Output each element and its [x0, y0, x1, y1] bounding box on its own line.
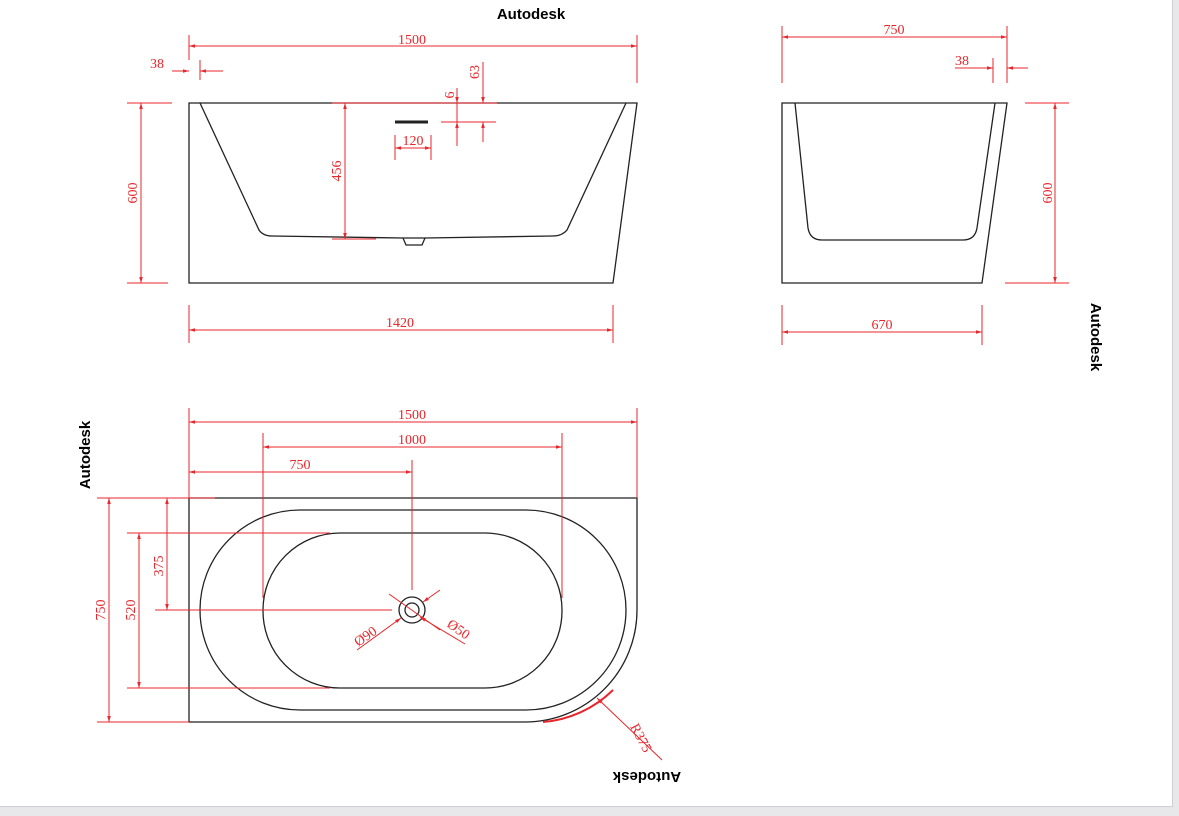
overflow-width-dim: 120	[403, 134, 424, 149]
overflow-top-dim: 63	[468, 65, 483, 79]
front-length-dim: 1500	[398, 33, 426, 48]
plan-inner-length-dim: 1000	[398, 433, 426, 448]
plan-inner-width-dim: 520	[124, 600, 139, 621]
front-base-dim: 1420	[386, 316, 414, 331]
front-rim-dim: 38	[150, 57, 164, 72]
side-outline	[781, 102, 1008, 284]
drain-inner	[404, 602, 420, 618]
side-rim-dim: 38	[955, 54, 969, 69]
drain-outer-dim: Ø90	[352, 624, 380, 650]
side-height-dim: 600	[1041, 183, 1056, 204]
side-width-dim: 750	[884, 23, 905, 38]
watermark-top: Autodesk	[497, 6, 566, 23]
plan-outline	[188, 497, 638, 723]
overflow-offset-dim: 6	[443, 92, 458, 99]
drain-position-dim: 750	[290, 458, 311, 473]
front-depth-dim: 456	[330, 161, 345, 182]
side-base-dim: 670	[872, 318, 893, 333]
corner-radius-dim: R375	[626, 721, 653, 755]
drain-offset-dim: 375	[152, 556, 167, 577]
watermark-left: Autodesk	[77, 420, 94, 489]
watermark-bottom: Autodesk	[612, 768, 681, 785]
front-height-dim: 600	[126, 183, 141, 204]
front-outline	[188, 102, 638, 284]
plan-length-dim: 1500	[398, 408, 426, 423]
watermark-right: Autodesk	[1087, 303, 1104, 372]
front-view: 1500 38 600 456 1420 120 6 63	[126, 33, 638, 343]
plan-view: 1500 1000 750 750 520 375 Ø90 Ø50 R375	[94, 408, 663, 761]
side-basin	[794, 102, 996, 241]
front-basin	[199, 102, 627, 239]
drain-outer	[398, 596, 426, 624]
front-drain	[402, 237, 426, 246]
side-view: 750 38 600 670	[781, 23, 1069, 345]
drain-inner-dim: Ø50	[444, 617, 472, 643]
plan-width-dim: 750	[94, 600, 109, 621]
